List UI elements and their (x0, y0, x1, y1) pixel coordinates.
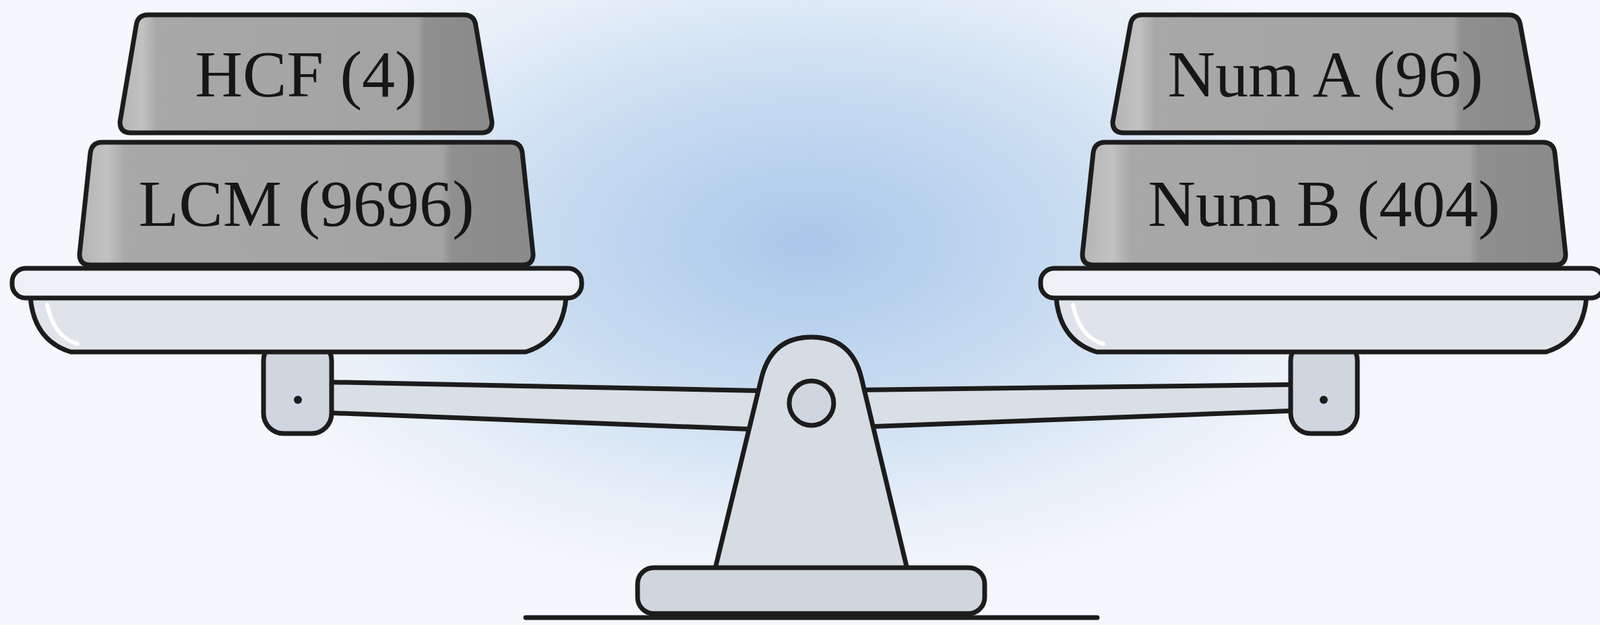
scale-pan (1056, 296, 1587, 352)
pan-highlight (47, 304, 78, 344)
ground-line (525, 615, 1098, 621)
pan-hanger (1290, 340, 1358, 434)
pan-highlight (1072, 304, 1104, 344)
weight-block: Num A (96) (1110, 12, 1541, 136)
weight-label: Num B (404) (1147, 170, 1501, 237)
scale-pan (30, 296, 567, 352)
weight-shape (119, 14, 492, 133)
pan-rim (12, 268, 582, 298)
weight-label: LCM (9696) (138, 170, 474, 237)
weight-shape (1112, 14, 1538, 133)
pan-rim (1040, 268, 1600, 298)
weight-label: HCF (4) (194, 41, 417, 108)
pivot-circle (789, 380, 834, 426)
weight-label: Num A (96) (1167, 41, 1483, 108)
weight-shape (1082, 142, 1566, 265)
hanger-pin (293, 395, 302, 404)
weight-block: LCM (9696) (76, 139, 536, 268)
fulcrum (714, 336, 908, 572)
pan-hanger (263, 340, 332, 434)
weight-block: Num B (404) (1079, 139, 1569, 268)
fulcrum-base (637, 567, 985, 614)
weight-shape (79, 142, 534, 265)
scale-beam (305, 381, 1317, 430)
hanger-pin (1319, 395, 1328, 404)
weight-block: HCF (4) (117, 12, 495, 136)
